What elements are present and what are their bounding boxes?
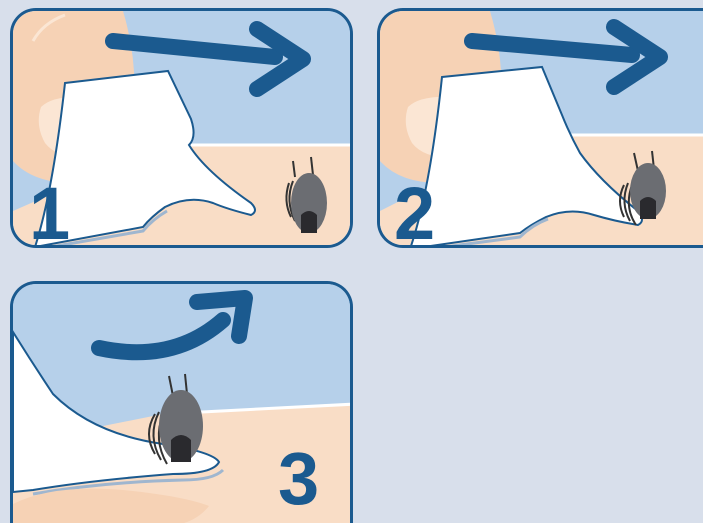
step-1-panel: 1 bbox=[10, 8, 353, 248]
step-2-panel: 2 bbox=[377, 8, 703, 248]
step-number: 3 bbox=[278, 442, 319, 516]
step-number: 2 bbox=[394, 177, 435, 248]
step-3-panel: 3 bbox=[10, 281, 353, 523]
step-number: 1 bbox=[29, 177, 70, 248]
